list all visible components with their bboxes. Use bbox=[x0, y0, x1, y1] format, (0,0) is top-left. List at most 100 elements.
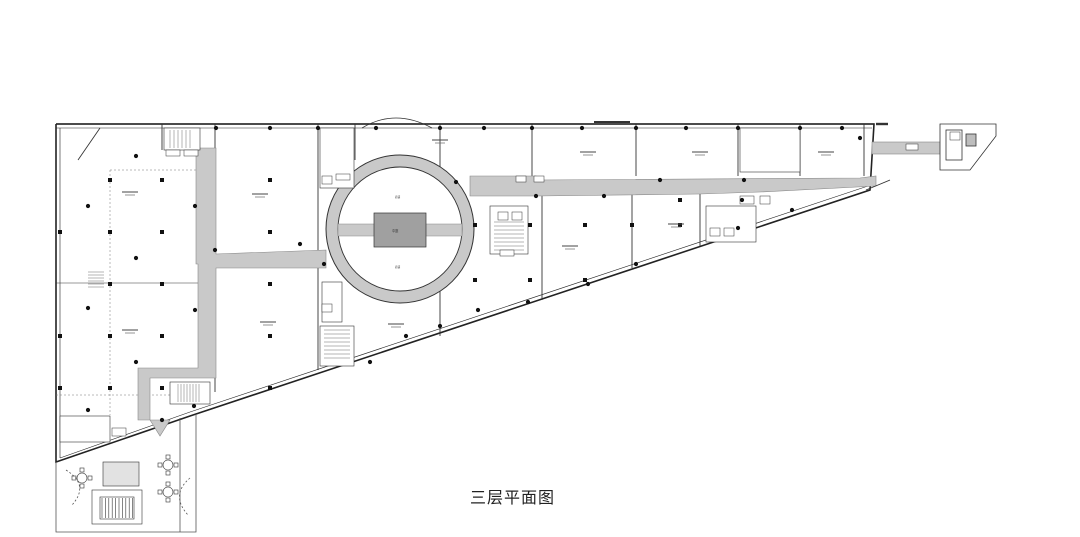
column-square bbox=[268, 230, 272, 234]
column-round bbox=[133, 359, 139, 365]
column-square bbox=[58, 334, 62, 338]
column-square bbox=[160, 334, 164, 338]
column-round bbox=[579, 125, 585, 131]
column-square bbox=[160, 230, 164, 234]
annex-outline bbox=[55, 414, 197, 533]
column-square bbox=[58, 230, 62, 234]
chair bbox=[79, 467, 85, 473]
column-round bbox=[735, 125, 741, 131]
chair bbox=[165, 481, 171, 487]
column-round bbox=[789, 207, 795, 213]
structural-columns bbox=[58, 125, 863, 439]
column-square bbox=[58, 386, 62, 390]
column-round bbox=[367, 359, 373, 365]
chair bbox=[71, 475, 77, 481]
rotunda: 中庭 商铺 商铺 bbox=[325, 154, 475, 304]
column-square bbox=[528, 278, 532, 282]
chair bbox=[173, 489, 179, 495]
column-round bbox=[481, 125, 487, 131]
chair bbox=[173, 462, 179, 468]
column-round bbox=[741, 177, 747, 183]
column-round bbox=[735, 225, 741, 231]
chair bbox=[157, 462, 163, 468]
column-square bbox=[583, 278, 587, 282]
table bbox=[76, 472, 88, 484]
svg-text:商铺: 商铺 bbox=[395, 195, 401, 199]
corner-accents bbox=[59, 122, 891, 443]
room-tag bbox=[497, 211, 509, 221]
column-round bbox=[601, 193, 607, 199]
column-round bbox=[133, 255, 139, 261]
column-round bbox=[191, 403, 197, 409]
room-tag bbox=[499, 249, 515, 257]
column-square bbox=[678, 198, 682, 202]
column-square bbox=[108, 178, 112, 182]
table bbox=[162, 459, 174, 471]
column-square bbox=[108, 230, 112, 234]
column-round bbox=[321, 261, 327, 267]
column-round bbox=[839, 125, 845, 131]
column-round bbox=[373, 125, 379, 131]
room-tag bbox=[515, 175, 527, 183]
column-round bbox=[192, 203, 198, 209]
chair bbox=[165, 454, 171, 460]
column-square bbox=[160, 178, 164, 182]
room-tag bbox=[111, 427, 127, 437]
stair-treads bbox=[88, 130, 524, 402]
column-square bbox=[473, 223, 477, 227]
chair bbox=[157, 489, 163, 495]
column-round bbox=[192, 307, 198, 313]
column-round bbox=[525, 299, 531, 305]
column-round bbox=[475, 307, 481, 313]
column-square bbox=[108, 334, 112, 338]
column-round bbox=[857, 135, 863, 141]
column-square bbox=[268, 386, 272, 390]
column-round bbox=[453, 179, 459, 185]
column-round bbox=[633, 125, 639, 131]
column-square bbox=[630, 223, 634, 227]
room-tag bbox=[709, 227, 721, 237]
room-tag bbox=[321, 175, 333, 185]
table bbox=[162, 486, 174, 498]
building-outline bbox=[55, 123, 875, 464]
column-square bbox=[583, 223, 587, 227]
column-round bbox=[585, 281, 591, 287]
annex-stair bbox=[91, 489, 143, 525]
right-stair-tower bbox=[939, 123, 997, 171]
room-tag bbox=[759, 195, 771, 205]
column-square bbox=[268, 334, 272, 338]
column-round bbox=[267, 125, 273, 131]
column-square bbox=[473, 278, 477, 282]
column-round bbox=[85, 305, 91, 311]
room-tag bbox=[321, 303, 333, 313]
column-square bbox=[268, 178, 272, 182]
column-round bbox=[315, 125, 321, 131]
column-round bbox=[133, 153, 139, 159]
svg-text:中庭: 中庭 bbox=[392, 228, 399, 233]
column-round bbox=[683, 125, 689, 131]
room-tag bbox=[905, 143, 919, 151]
column-round bbox=[85, 407, 91, 413]
chair bbox=[79, 483, 85, 489]
corridors bbox=[137, 141, 943, 437]
column-round bbox=[657, 177, 663, 183]
column-round bbox=[213, 125, 219, 131]
entrance-arc bbox=[361, 117, 433, 129]
column-square bbox=[108, 386, 112, 390]
column-round bbox=[533, 193, 539, 199]
column-round bbox=[437, 125, 443, 131]
column-round bbox=[797, 125, 803, 131]
column-square bbox=[678, 223, 682, 227]
column-round bbox=[85, 203, 91, 209]
chair bbox=[87, 475, 93, 481]
chair bbox=[165, 470, 171, 476]
column-square bbox=[160, 386, 164, 390]
column-round bbox=[529, 125, 535, 131]
room-tag bbox=[949, 131, 961, 141]
column-round bbox=[437, 323, 443, 329]
column-round bbox=[739, 197, 745, 203]
column-round bbox=[212, 247, 218, 253]
column-square bbox=[268, 282, 272, 286]
